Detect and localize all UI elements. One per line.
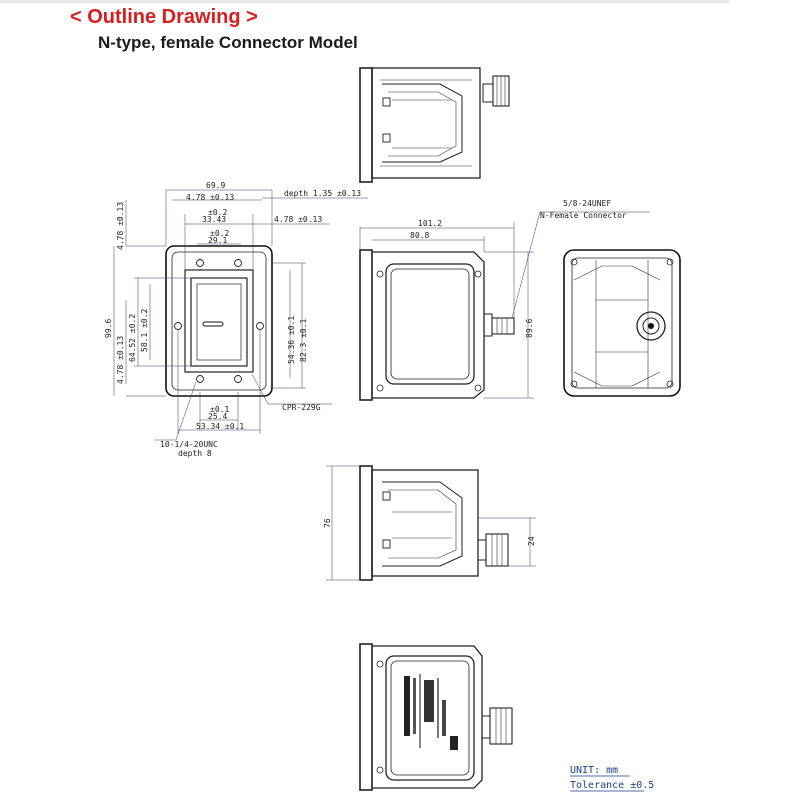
flange-type-label: CPR-229G [282, 403, 321, 412]
connector-type-label: N-Female Connector [540, 211, 627, 220]
dim-left-top-offset: 4.78 ±0.13 [116, 202, 125, 250]
side-view: 101.2 80.8 89.6 5/8-24UNEF N-Female Conn… [359, 199, 650, 401]
top-view [359, 67, 510, 183]
page-subtitle: N-type, female Connector Model [98, 33, 358, 52]
page-title: < Outline Drawing > [70, 6, 258, 28]
dim-bottom-b: 53.34 ±0.1 [196, 422, 244, 431]
front-view: 69.9 4.78 ±0.13 depth 1.35 ±0.13 ±0.2 33… [104, 181, 368, 458]
dim-flange-offset-top: 4.78 ±0.13 [186, 193, 234, 202]
dim-tol-c: ±0.1 [210, 405, 229, 414]
dim-inner-a: 33.43 [202, 215, 226, 224]
tolerance-label: Tolerance ±0.5 [570, 780, 654, 791]
dim-overall-width: 69.9 [206, 181, 225, 190]
dim-bottom-a: 25.4 [208, 412, 227, 421]
dim-height-d: 54.36 ±0.1 [287, 316, 296, 364]
dim-overall-height: 99.6 [104, 319, 113, 338]
thread-depth-note: depth 8 [178, 449, 212, 458]
connector-thread-label: 5/8-24UNEF [563, 199, 611, 208]
dim-height-b: 64.52 ±0.2 [128, 314, 137, 362]
unit-label: UNIT: mm [570, 765, 618, 776]
dim-depth-top: depth 1.35 ±0.13 [284, 189, 361, 198]
dim-tol-a: ±0.2 [208, 208, 227, 217]
dim-tol-b: ±0.2 [210, 229, 229, 238]
top-divider [0, 0, 730, 3]
dim-inner-b: 29.1 [208, 236, 227, 245]
dim-bottom-height: 76 [323, 518, 332, 528]
dim-side-height: 89.6 [525, 319, 534, 338]
dim-left-mid-offset: 4.78 ±0.13 [116, 336, 125, 384]
back-view [563, 249, 681, 397]
label-view [359, 643, 513, 791]
flange-bolt-holes [174, 259, 264, 383]
dim-height-c: 58.1 ±0.2 [140, 308, 149, 352]
units-block: UNIT: mm Tolerance ±0.5 [570, 765, 654, 792]
dim-height-e: 82.3 ±0.1 [299, 318, 308, 362]
dim-length-b: 80.8 [410, 231, 429, 240]
nameplate [404, 674, 458, 750]
dim-connector-offset: 24 [527, 536, 536, 546]
bottom-view: 76 24 [323, 465, 536, 581]
dim-flange-offset-right: 4.78 ±0.13 [274, 215, 322, 224]
dim-length-a: 101.2 [418, 219, 442, 228]
thread-note: 10-1/4-20UNC [160, 440, 218, 449]
